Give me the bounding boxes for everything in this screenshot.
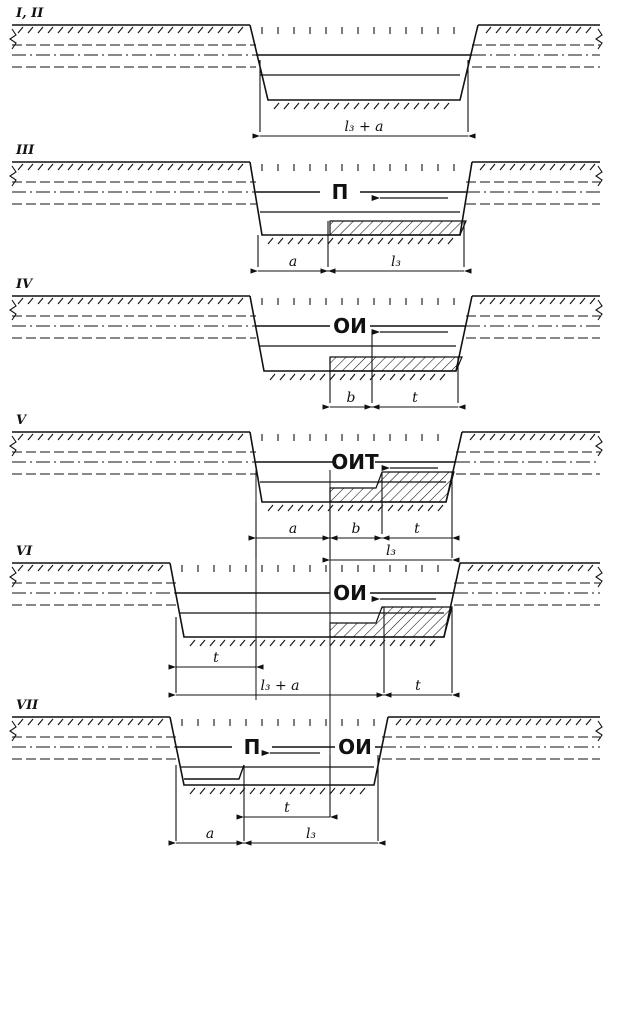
pit-outline	[250, 25, 478, 100]
dimension-label: a	[206, 826, 214, 842]
dimension-t: t	[176, 650, 256, 667]
panel-VII: VII П ОИ t a l₃	[10, 698, 602, 843]
break-symbol	[596, 721, 602, 741]
machine-mark: П	[244, 735, 261, 759]
dimension-l3: l₃	[328, 254, 464, 271]
machine-mark: ОИ	[333, 314, 367, 338]
dimension-l3: l₃	[330, 543, 452, 560]
dimension-l3-plus-a: l₃ + a	[260, 119, 468, 136]
machine-mark: ОИ	[338, 735, 372, 759]
dimension-t: t	[244, 800, 330, 817]
break-symbol	[10, 567, 16, 587]
dimension-label: l₃ + a	[344, 119, 383, 135]
panel-VI: VI ОИ t l₃ + a t	[10, 544, 602, 695]
dimension-t: t	[372, 390, 458, 407]
break-symbol	[596, 300, 602, 320]
panel-label: V	[16, 413, 28, 428]
machine-mark: ОИТ	[331, 450, 379, 474]
excavated-layer	[330, 357, 462, 371]
dimension-label: l₃	[306, 826, 316, 842]
break-symbol	[596, 436, 602, 456]
panel-IV: IV ОИ b t	[10, 277, 602, 407]
panel-label: VII	[16, 698, 39, 713]
dimension-label: t	[284, 800, 290, 816]
dimension-label: t	[414, 521, 420, 537]
dimension-b: b	[330, 390, 372, 407]
excavated-layer	[330, 221, 466, 235]
dimension-l3: l₃	[244, 826, 378, 843]
break-symbol	[596, 567, 602, 587]
panel-V: V ОИТ a b t l₃	[10, 413, 602, 560]
dimension-a: a	[258, 254, 328, 271]
dimension-label: t	[412, 390, 418, 406]
break-symbol	[596, 166, 602, 186]
dimension-a: a	[256, 521, 330, 538]
panel-III: III Пa l₃	[10, 143, 602, 271]
panel-label: VI	[16, 544, 33, 559]
excavated-layer	[330, 472, 454, 502]
dimension-t: t	[384, 678, 452, 695]
break-symbol	[10, 166, 16, 186]
dimension-label: a	[289, 254, 297, 270]
panel-label: IV	[15, 277, 34, 292]
panel-I-II: I, II l₃ + a	[10, 6, 602, 136]
dimension-label: t	[213, 650, 219, 666]
machine-mark: П	[332, 180, 349, 204]
dimension-b: b	[330, 521, 382, 538]
dimension-label: b	[352, 521, 361, 537]
break-symbol	[10, 300, 16, 320]
break-symbol	[10, 436, 16, 456]
dimension-label: l₃	[386, 543, 396, 559]
panel-label: III	[15, 143, 35, 158]
break-symbol	[10, 721, 16, 741]
dimension-l3-plus-a: l₃ + a	[176, 678, 384, 695]
dimension-t: t	[382, 521, 452, 538]
excavated-layer	[330, 607, 452, 637]
dimension-label: b	[347, 390, 356, 406]
panel-label: I, II	[15, 6, 44, 21]
break-symbol	[10, 29, 16, 49]
dimension-label: a	[289, 521, 297, 537]
machine-mark: ОИ	[333, 581, 367, 605]
dimension-a: a	[176, 826, 244, 843]
dimension-label: l₃	[391, 254, 401, 270]
dimension-label: l₃ + a	[260, 678, 299, 694]
break-symbol	[596, 29, 602, 49]
dimension-label: t	[415, 678, 421, 694]
